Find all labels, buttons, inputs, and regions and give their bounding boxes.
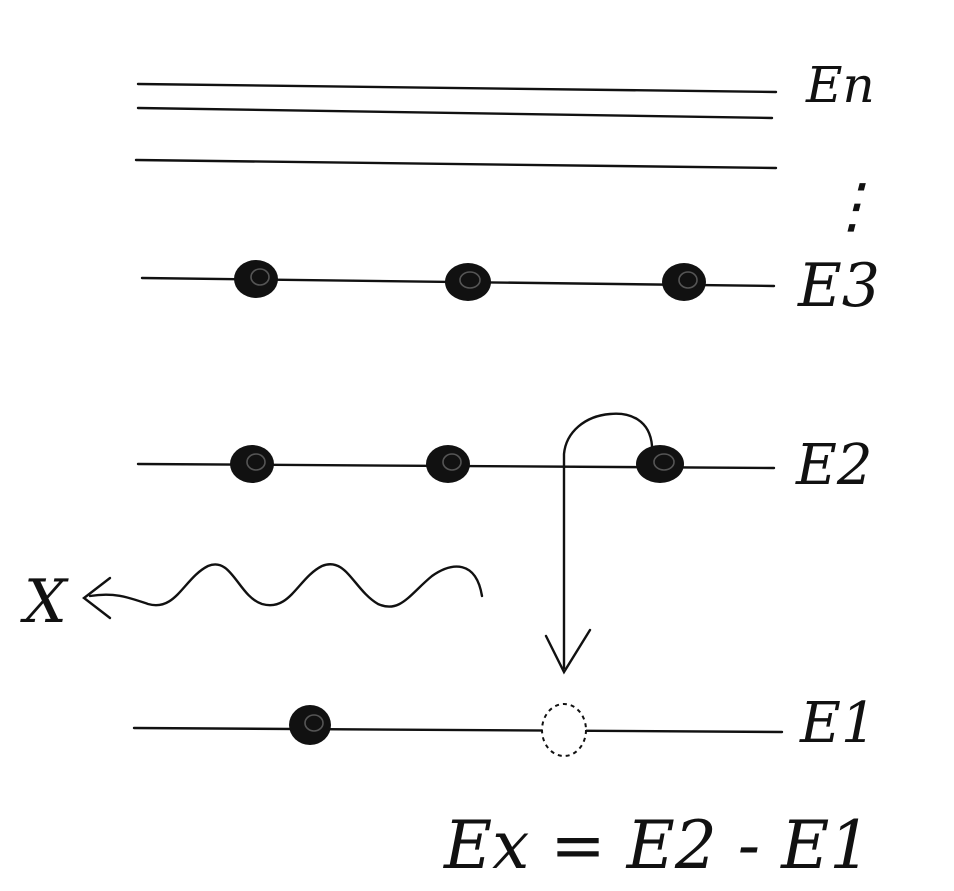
transition-arrowhead	[544, 628, 592, 675]
photon-arrowhead	[82, 576, 112, 620]
electron-e2-1	[230, 445, 274, 483]
equation-text: Ex = E2 - E1	[443, 807, 871, 884]
level-line-e1	[132, 726, 784, 734]
photon-wave	[88, 563, 484, 608]
label-en: En	[805, 56, 875, 114]
label-dots: ⋮	[822, 171, 882, 241]
label-e1: E1	[799, 691, 877, 756]
transition-arrow	[562, 412, 654, 670]
vacancy-hole	[541, 703, 587, 757]
photon-label-x: X	[20, 567, 69, 637]
electron-e3-1	[234, 260, 278, 298]
electron-e3-3	[662, 263, 706, 301]
level-line-n-2	[136, 106, 774, 120]
electron-e2-2	[426, 445, 470, 483]
label-e2: E2	[795, 433, 873, 498]
electron-e1-1	[289, 705, 331, 745]
level-line-n-1	[136, 82, 778, 94]
label-e3: E3	[797, 251, 880, 321]
level-line-n-3	[134, 158, 778, 170]
electron-e2-3	[636, 445, 684, 483]
electron-e3-2	[445, 263, 491, 301]
